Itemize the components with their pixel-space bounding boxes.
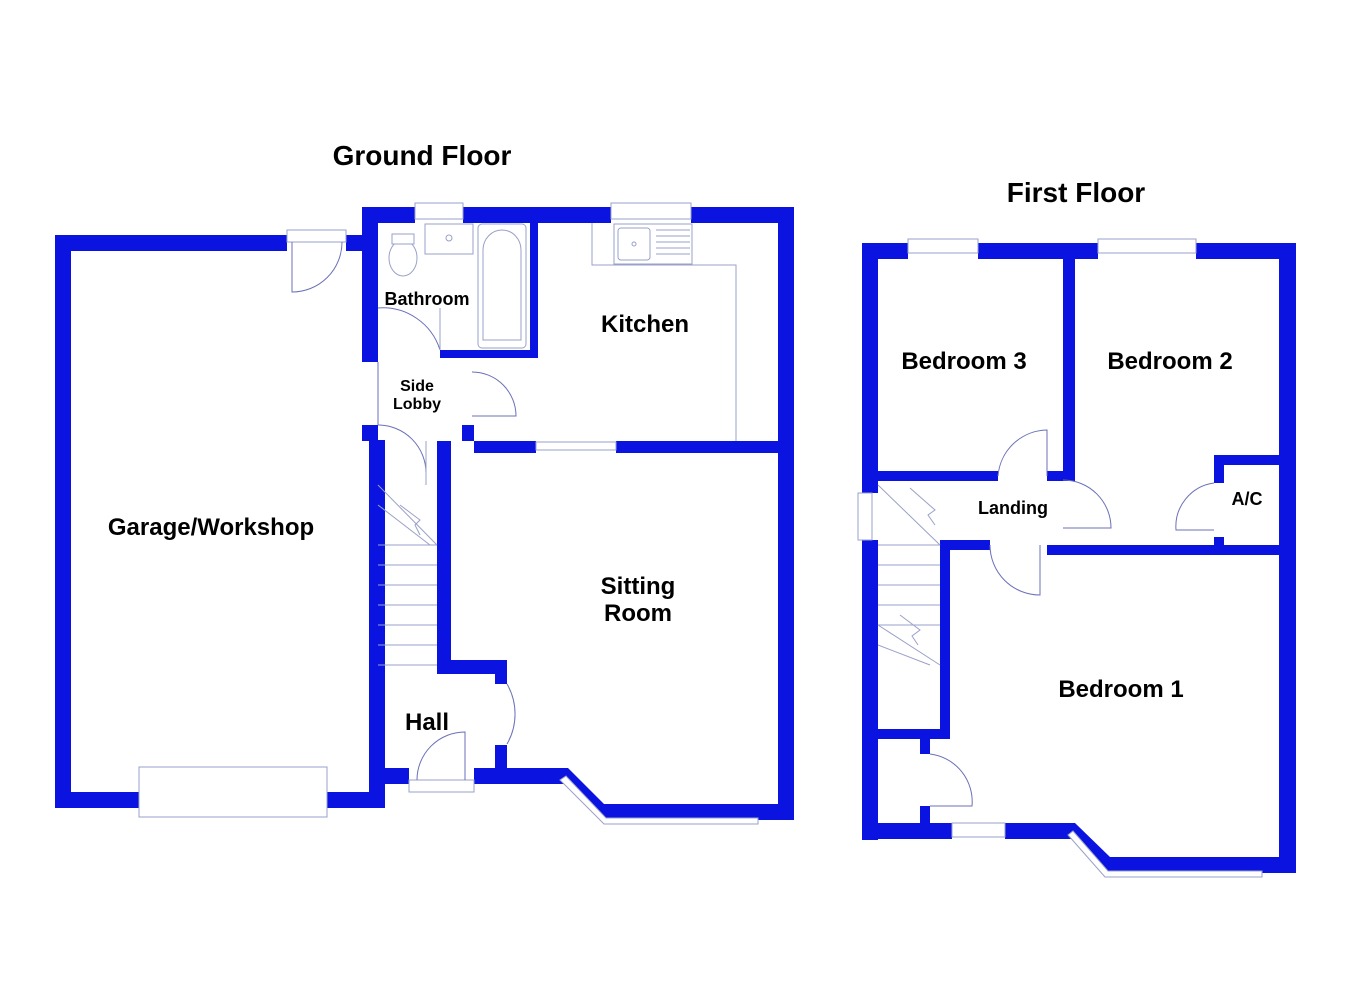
first-floor-doors [929,429,1215,807]
garage-walls [55,235,385,808]
hall-label: Hall [405,709,449,736]
first-floor-plan: First Floor [857,177,1296,878]
main-house-walls [362,207,794,820]
bathroom-fixtures [377,202,527,351]
kitchen-label: Kitchen [601,311,689,338]
bedroom2-label: Bedroom 2 [1107,348,1232,375]
bedroom1-bay-window [1067,823,1263,878]
first-stairs [877,484,941,666]
ground-floor-plan: Ground Floor [55,140,794,825]
side-lobby-label-line1: Side [400,378,434,395]
sitting-room-label-line1: Sitting [601,573,676,600]
kitchen-fixtures [535,202,737,451]
bedroom1-small-window [951,822,1006,838]
side-lobby-doors [377,362,517,485]
bedroom3-label: Bedroom 3 [901,348,1026,375]
landing-label: Landing [978,498,1048,518]
airing-cupboard-label: A/C [1232,489,1263,509]
first-floor-walls [862,243,1296,873]
hall-doors [408,683,516,793]
ground-floor-title: Ground Floor [333,140,512,171]
garage-door [138,766,328,818]
bathroom-label: Bathroom [385,289,470,309]
garage-side-door [286,229,347,293]
garage-label: Garage/Workshop [108,514,314,541]
bedroom3-window [907,238,979,254]
first-floor-title: First Floor [1007,177,1146,208]
bedroom1-label: Bedroom 1 [1058,676,1183,703]
landing-window [857,492,873,541]
side-lobby-label-line2: Lobby [393,396,441,413]
bedroom2-window [1097,238,1197,254]
sitting-room-label-line2: Room [604,600,672,627]
ground-stairs [377,484,438,666]
sitting-room-bay-window [559,768,759,825]
